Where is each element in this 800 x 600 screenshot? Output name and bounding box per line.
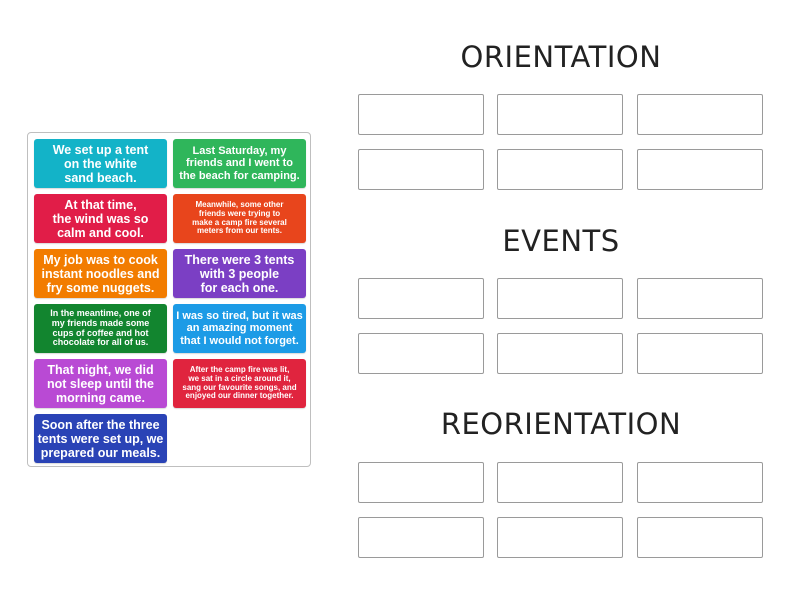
card-meanwhile[interactable]: Meanwhile, some other friends were tryin… bbox=[173, 194, 306, 243]
drop-slot[interactable] bbox=[358, 517, 484, 558]
drop-slot[interactable] bbox=[497, 333, 623, 374]
card-that-night[interactable]: That night, we did not sleep until the m… bbox=[34, 359, 167, 408]
category-heading-events: EVENTS bbox=[502, 224, 620, 258]
drop-slot[interactable] bbox=[637, 333, 763, 374]
drop-slot[interactable] bbox=[637, 94, 763, 135]
drop-slot[interactable] bbox=[637, 462, 763, 503]
drop-slot[interactable] bbox=[358, 94, 484, 135]
card-last-saturday[interactable]: Last Saturday, my friends and I went to … bbox=[173, 139, 306, 188]
category-heading-orientation: ORIENTATION bbox=[460, 40, 662, 74]
drop-slot[interactable] bbox=[497, 94, 623, 135]
drop-slot[interactable] bbox=[358, 462, 484, 503]
drop-slot[interactable] bbox=[358, 333, 484, 374]
card-so-tired[interactable]: I was so tired, but it was an amazing mo… bbox=[173, 304, 306, 353]
card-at-that-time[interactable]: At that time, the wind was so calm and c… bbox=[34, 194, 167, 243]
card-camp-fire-lit[interactable]: After the camp fire was lit, we sat in a… bbox=[173, 359, 306, 408]
drop-slot[interactable] bbox=[637, 278, 763, 319]
card-three-tents[interactable]: There were 3 tents with 3 people for eac… bbox=[173, 249, 306, 298]
drop-slot[interactable] bbox=[497, 517, 623, 558]
card-in-the-meantime[interactable]: In the meantime, one of my friends made … bbox=[34, 304, 167, 353]
card-set-up-tent[interactable]: We set up a tent on the white sand beach… bbox=[34, 139, 167, 188]
drop-slot[interactable] bbox=[358, 149, 484, 190]
card-my-job[interactable]: My job was to cook instant noodles and f… bbox=[34, 249, 167, 298]
drop-slot[interactable] bbox=[637, 149, 763, 190]
drop-slot[interactable] bbox=[497, 462, 623, 503]
drop-slot[interactable] bbox=[497, 149, 623, 190]
drop-slot[interactable] bbox=[497, 278, 623, 319]
drop-slot[interactable] bbox=[637, 517, 763, 558]
card-bank: We set up a tent on the white sand beach… bbox=[27, 132, 311, 467]
drop-slot[interactable] bbox=[358, 278, 484, 319]
category-heading-reorientation: REORIENTATION bbox=[440, 407, 682, 441]
card-soon-after[interactable]: Soon after the three tents were set up, … bbox=[34, 414, 167, 463]
